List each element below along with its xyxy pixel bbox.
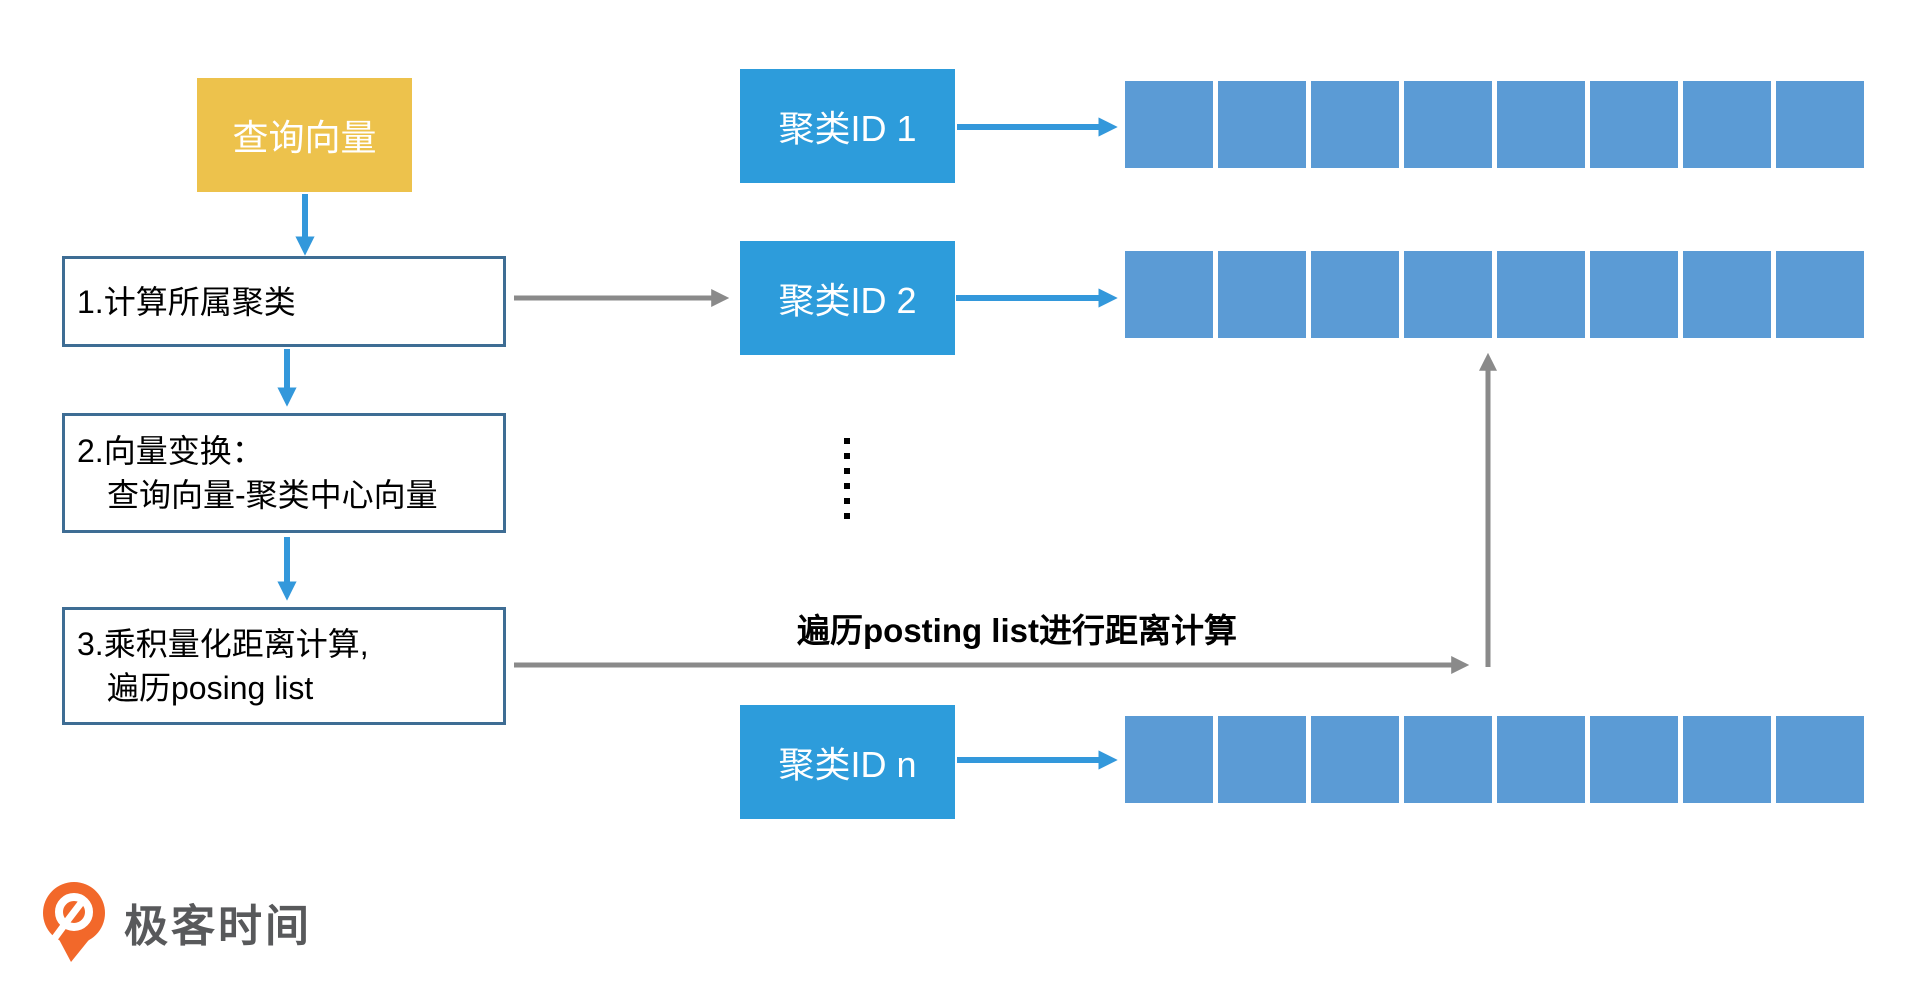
posting-cell bbox=[1125, 81, 1213, 168]
ellipsis-dot bbox=[844, 513, 850, 519]
step-3-box: 3.乘积量化距离计算, 遍历posing list bbox=[62, 607, 506, 725]
posting-cell bbox=[1404, 81, 1492, 168]
posting-cell bbox=[1497, 81, 1585, 168]
posting-cell bbox=[1776, 81, 1864, 168]
posting-cell bbox=[1404, 716, 1492, 803]
posting-cell bbox=[1125, 716, 1213, 803]
step-2-line-2: 查询向量-聚类中心向量 bbox=[107, 477, 438, 513]
posting-cell bbox=[1125, 251, 1213, 338]
posting-cell bbox=[1497, 251, 1585, 338]
posting-list-row-2 bbox=[1125, 251, 1864, 338]
query-vector-box: 查询向量 bbox=[197, 78, 412, 192]
posting-cell bbox=[1590, 81, 1678, 168]
ellipsis-dot bbox=[844, 453, 850, 459]
posting-cell bbox=[1683, 251, 1771, 338]
ellipsis-dots bbox=[844, 438, 850, 519]
step-3-line-2: 遍历posing list bbox=[107, 670, 314, 706]
cluster-id-1-label: 聚类ID 1 bbox=[778, 108, 917, 149]
posting-cell bbox=[1311, 81, 1399, 168]
posting-cell bbox=[1218, 81, 1306, 168]
step-1-box: 1.计算所属聚类 bbox=[62, 256, 506, 347]
cluster-id-2-box: 聚类ID 2 bbox=[740, 241, 955, 355]
geektime-logo-icon bbox=[43, 882, 105, 962]
logo-text: 极客时间 bbox=[124, 902, 312, 951]
cluster-id-n-box: 聚类ID n bbox=[740, 705, 955, 819]
step-1-line-1: 1.计算所属聚类 bbox=[77, 283, 296, 320]
cluster-id-n-label: 聚类ID n bbox=[778, 744, 917, 785]
posting-cell bbox=[1776, 716, 1864, 803]
posting-cell bbox=[1311, 251, 1399, 338]
logo: 极客时间 bbox=[40, 880, 312, 964]
posting-list-row-1 bbox=[1125, 81, 1864, 168]
cluster-id-1-box: 聚类ID 1 bbox=[740, 69, 955, 183]
posting-cell bbox=[1683, 716, 1771, 803]
posting-cell bbox=[1218, 251, 1306, 338]
step-2-box: 2.向量变换： 查询向量-聚类中心向量 bbox=[62, 413, 506, 533]
posting-cell bbox=[1497, 716, 1585, 803]
posting-cell bbox=[1776, 251, 1864, 338]
posting-list-row-n bbox=[1125, 716, 1864, 803]
traverse-label: 遍历posting list进行距离计算 bbox=[797, 612, 1237, 649]
step-3-line-1: 3.乘积量化距离计算, bbox=[77, 626, 369, 662]
posting-cell bbox=[1404, 251, 1492, 338]
ellipsis-dot bbox=[844, 438, 850, 444]
posting-cell bbox=[1311, 716, 1399, 803]
posting-cell bbox=[1590, 251, 1678, 338]
query-vector-label: 查询向量 bbox=[232, 117, 377, 158]
posting-cell bbox=[1218, 716, 1306, 803]
cluster-id-2-label: 聚类ID 2 bbox=[778, 280, 917, 321]
posting-cell bbox=[1683, 81, 1771, 168]
step-2-line-1: 2.向量变换： bbox=[77, 433, 264, 469]
posting-cell bbox=[1590, 716, 1678, 803]
ellipsis-dot bbox=[844, 483, 850, 489]
ellipsis-dot bbox=[844, 498, 850, 504]
ellipsis-dot bbox=[844, 468, 850, 474]
